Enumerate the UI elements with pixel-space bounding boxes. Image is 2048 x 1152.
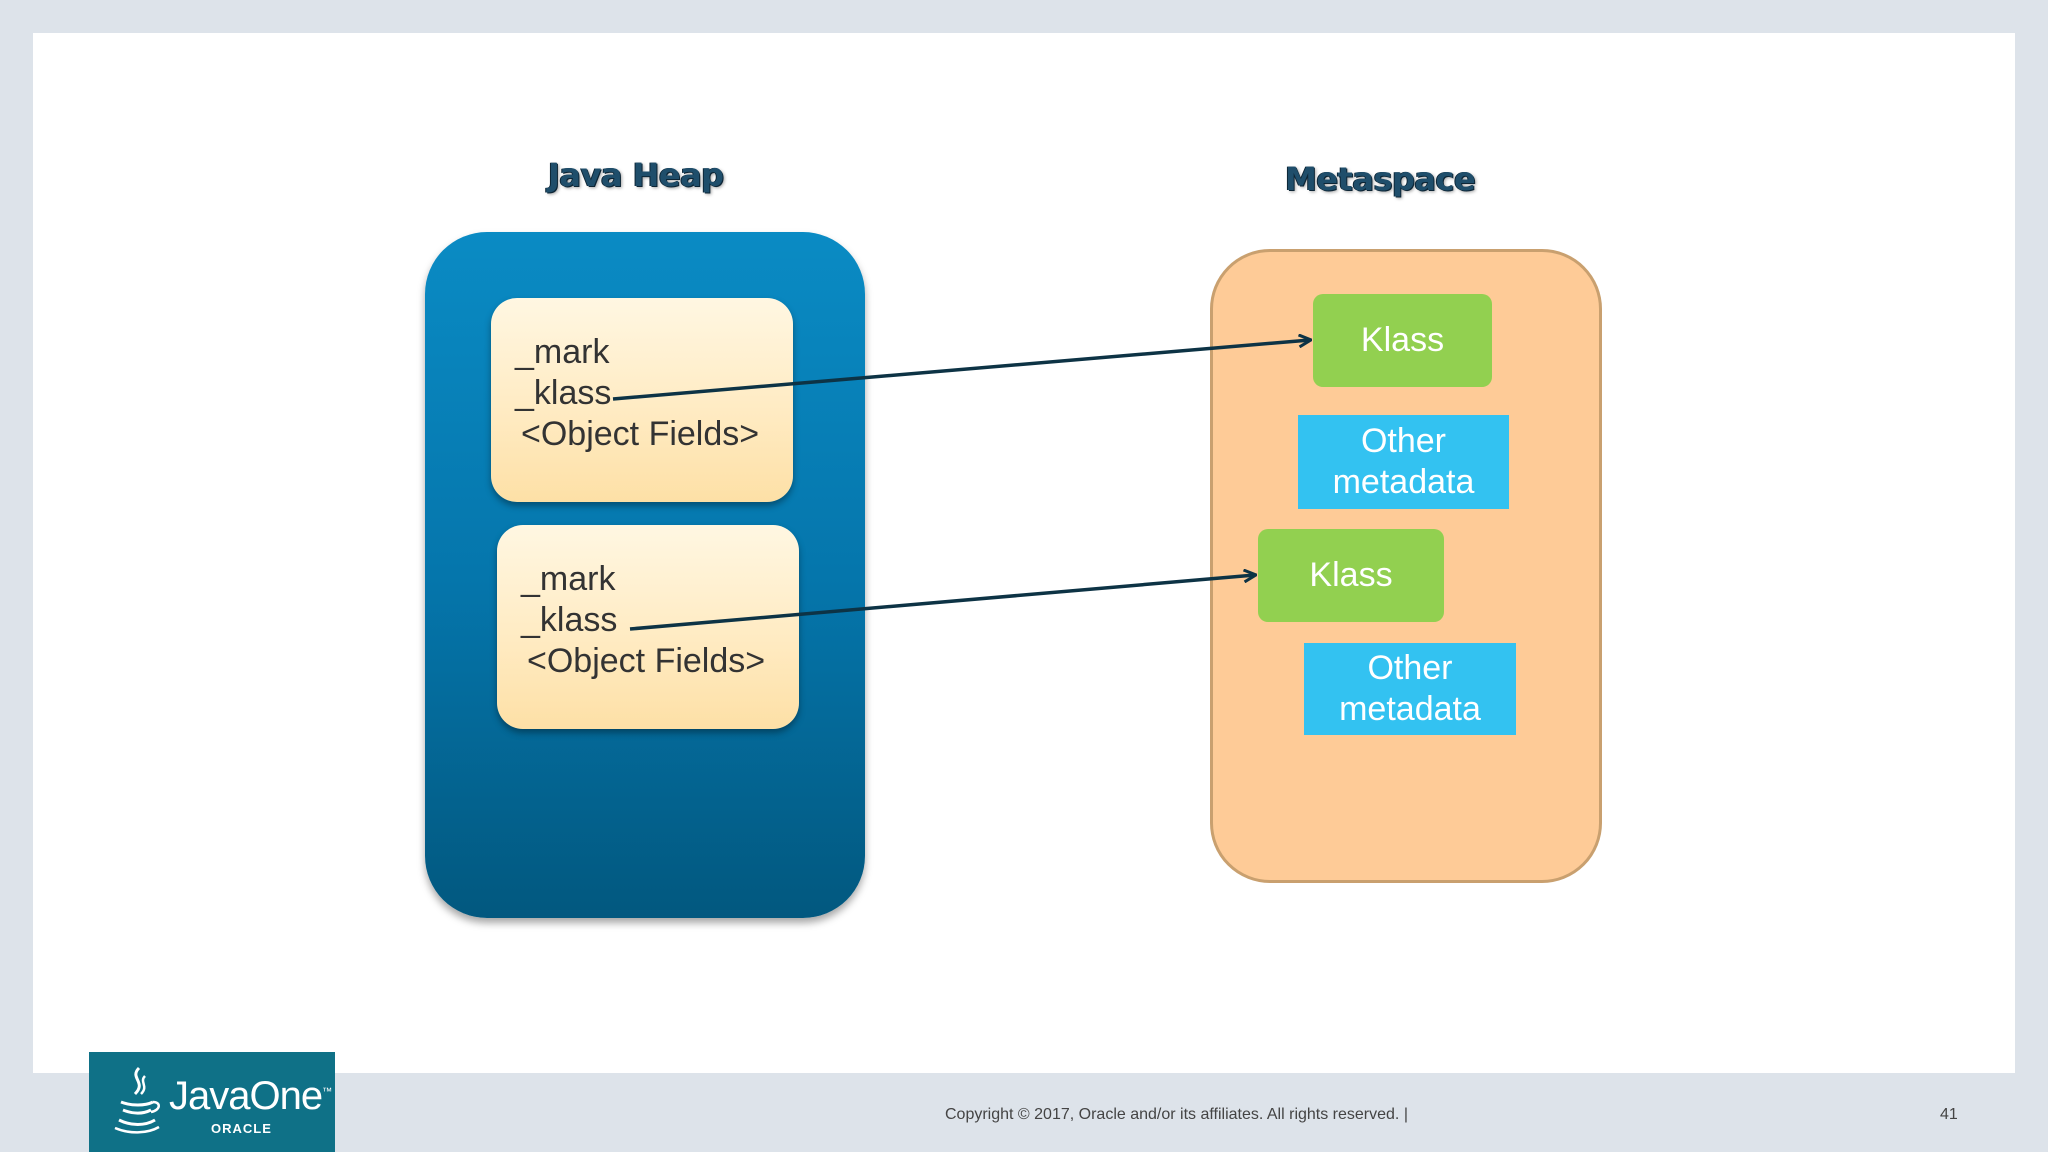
copyright-notice: Copyright © 2017, Oracle and/or its affi…	[945, 1106, 1408, 1123]
other-metadata-box-2: Other metadata	[1304, 643, 1516, 735]
klass-box-2-label: Klass	[1309, 556, 1393, 594]
other-metadata-1-line-1: Other	[1360, 422, 1447, 460]
klass-box-2: Klass	[1258, 529, 1444, 622]
heap-object-1: _mark _klass <Object Fields>	[491, 298, 793, 502]
java-cup-icon	[114, 1066, 160, 1134]
object-2-mark-field: _mark	[521, 560, 616, 598]
heap-object-2: _mark _klass <Object Fields>	[497, 525, 799, 729]
other-metadata-2-line-2: metadata	[1339, 690, 1481, 728]
object-2-object-fields: <Object Fields>	[527, 642, 766, 680]
klass-box-1-label: Klass	[1360, 321, 1445, 359]
other-metadata-2-line-1: Other	[1367, 649, 1453, 687]
javaone-logo: JavaOne™ ORACLE	[89, 1052, 335, 1152]
slide-canvas	[33, 33, 2015, 1073]
java-heap-title: Java Heap	[548, 156, 724, 194]
oracle-wordmark: ORACLE	[211, 1121, 272, 1136]
other-metadata-box-1: Other metadata	[1298, 415, 1509, 509]
object-2-klass-field: _klass	[521, 601, 618, 639]
object-1-mark-field: _mark	[515, 333, 610, 371]
javaone-wordmark: JavaOne™	[169, 1074, 333, 1118]
metaspace-title: Metaspace	[1285, 160, 1476, 198]
object-1-klass-field: _klass	[515, 374, 612, 412]
klass-box-1: Klass	[1313, 294, 1492, 387]
slide-page-number: 41	[1940, 1106, 1958, 1123]
other-metadata-1-line-2: metadata	[1332, 463, 1475, 501]
object-1-object-fields: <Object Fields>	[521, 415, 760, 453]
